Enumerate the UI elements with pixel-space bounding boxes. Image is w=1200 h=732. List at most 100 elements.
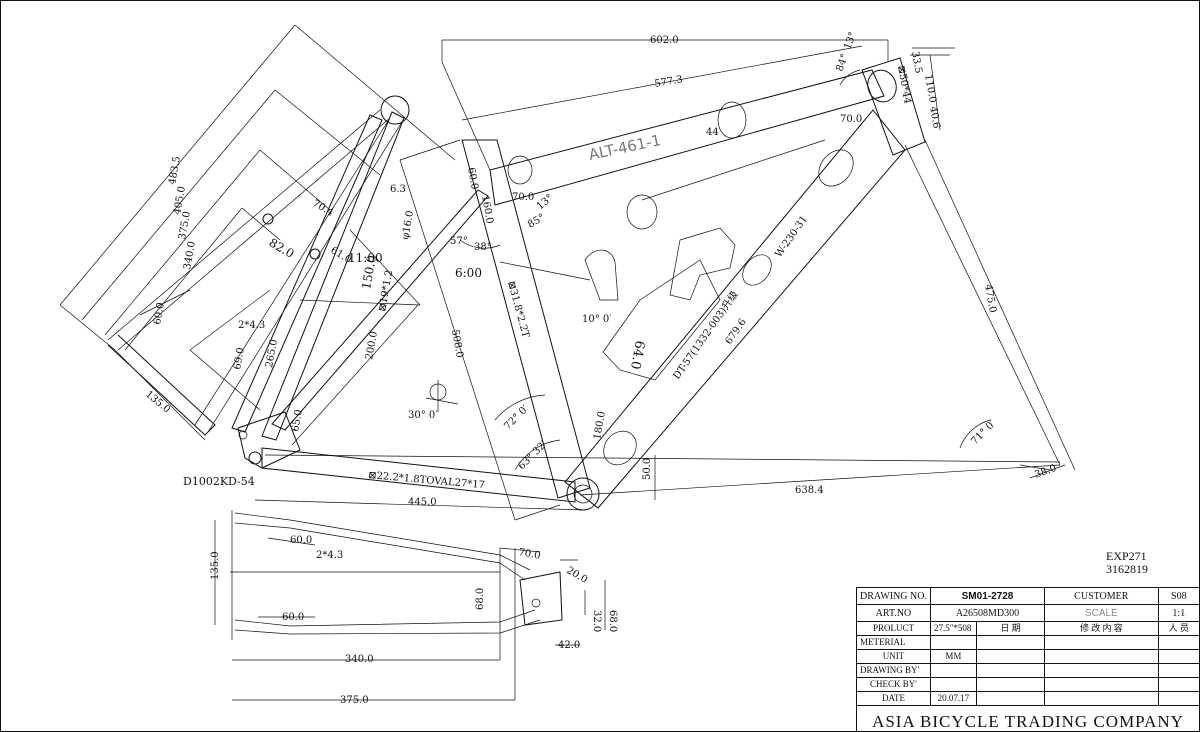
dim-rack-2-43: 2*4.3 xyxy=(238,320,265,331)
dimension-lines xyxy=(59,24,1076,521)
drawing-by-label: DRAWING BY' xyxy=(856,663,931,678)
dim-seat-tube-tube: ⊠31.8*2.2T xyxy=(505,280,531,339)
clock-600: 6:00 xyxy=(455,266,482,280)
head-tube-lug xyxy=(867,69,897,103)
cs-dropout xyxy=(519,571,563,626)
date-value: 20.07.17 xyxy=(929,691,977,706)
dim-cs-320: 32.0 xyxy=(591,610,602,632)
date-label: DATE xyxy=(856,691,931,706)
dim-cs-680b: 68.0 xyxy=(607,610,618,632)
dim-head-tube-tube: ⊠50*44 xyxy=(895,65,913,105)
dim-seat-stay-angle: 57° xyxy=(450,236,468,247)
drawing-no-label: DRAWING NO. xyxy=(856,587,931,605)
dim-chain-stay-len: 445.0 xyxy=(408,497,437,508)
art-no-label: ART.NO xyxy=(856,604,931,622)
dim-head-tube-angle: 84° xyxy=(834,53,850,73)
callout-line-1 xyxy=(641,139,826,201)
material-value xyxy=(929,635,977,650)
head-tube xyxy=(861,57,926,156)
dim-seat-tube-len: 508.0 xyxy=(449,329,465,359)
dim-cs-700: 70.0 xyxy=(517,547,541,562)
person-col-label: 人 员 xyxy=(1157,621,1200,636)
dim-down-tube-angle: 63° 32′ xyxy=(516,438,550,472)
dim-top-tube-rear: 70.0 xyxy=(512,192,534,203)
check-by-value xyxy=(929,677,977,692)
top-tube xyxy=(489,69,885,206)
dim-stay-150: 150.0 xyxy=(359,254,379,290)
dim-cs-2-43: 2*4.3 xyxy=(316,550,343,561)
dim-drop-650: 65.0 xyxy=(290,409,305,433)
dim-seat-tube-angle: 72° 0′ xyxy=(502,403,531,432)
rack-plate xyxy=(107,334,216,436)
bottom-bracket-inner xyxy=(573,484,593,504)
dim-cs-3400: 340.0 xyxy=(345,654,374,665)
dim-rack-820: 82.0 xyxy=(267,235,297,260)
dim-rack-4835: 483.5 xyxy=(167,155,183,185)
dim-head-tube-bearing-a: 33.5 xyxy=(909,51,924,75)
chain-stay-tube: ⊠22.2*1.8TOVAL27*17 xyxy=(368,470,486,491)
dropout-code: D1002KD-54 xyxy=(183,475,255,488)
product-value: 27.5"*508 xyxy=(929,621,977,636)
boss-3 xyxy=(818,149,854,187)
top-tube-code: ALT-461-1 xyxy=(587,131,662,164)
dim-cs-1350: 135.0 xyxy=(210,551,221,580)
chain-stay-labels: 60.0 2*4.3 135.0 60.0 340.0 375.0 70.0 2… xyxy=(210,535,618,706)
seat-stay-left xyxy=(231,114,383,433)
dim-head-tube-tilt: 13° xyxy=(842,31,858,51)
down-tube xyxy=(564,109,906,509)
title-table: DRAWING NO. SM01-2728 CUSTOMER S08 ART.N… xyxy=(856,587,1200,706)
dim-cs-600b: 60.0 xyxy=(282,612,304,623)
dropout-axle xyxy=(248,451,262,465)
dimension-labels: 602.0 577.3 13° 84° 110.0 33.5 40.6 ⊠50*… xyxy=(143,31,1058,508)
chain-stay-detail xyxy=(214,510,606,701)
drawing-by-value xyxy=(929,663,977,678)
dim-top-tube-effective: 577.3 xyxy=(654,74,684,90)
callout-line-2 xyxy=(499,261,591,281)
seat-stay-brace xyxy=(271,189,489,431)
ref-line-1: EXP271 xyxy=(1106,549,1147,563)
check-by-label: CHECK BY' xyxy=(856,677,931,692)
reference-number: EXP271 3162819 xyxy=(1106,550,1148,576)
bottle-cage xyxy=(602,259,721,381)
seat-cluster xyxy=(380,95,410,125)
dim-top-tube-front: 70.0 xyxy=(840,114,862,125)
dim-top-tube-total: 602.0 xyxy=(650,35,679,46)
product-label: PROLUCT xyxy=(856,621,931,636)
unit-label: UNIT xyxy=(856,649,931,664)
dim-cs-200: 20.0 xyxy=(565,565,590,586)
art-no-value: A26508MD300 xyxy=(929,604,1046,622)
date-col-label: 日 期 xyxy=(975,621,1046,636)
dim-fork-380: 38.0 xyxy=(1033,463,1058,481)
scale-value: 1:1 xyxy=(1157,604,1200,622)
down-tube-code: W-230-31 xyxy=(773,214,810,260)
boss-4 xyxy=(742,254,772,286)
dim-cs-680: 68.0 xyxy=(475,588,486,610)
dim-cs-3750: 375.0 xyxy=(340,695,369,706)
dim-rack-610: 61.0 xyxy=(329,245,354,266)
customer-label: CUSTOMER xyxy=(1044,587,1159,605)
rear-dropout xyxy=(237,411,301,469)
seat-stay-right xyxy=(261,111,405,441)
dim-rack-63: 6.3 xyxy=(390,184,406,195)
main-frame xyxy=(231,57,926,511)
dim-down-tube-64: 64.0 xyxy=(627,339,647,370)
callout-boss xyxy=(626,194,658,230)
dim-seat-stay-small: 38° xyxy=(474,242,492,253)
dim-wheelbase: 638.4 xyxy=(795,485,824,496)
chain-stay xyxy=(261,447,576,503)
rack-eyelet-2 xyxy=(309,248,321,260)
dim-angle-3000: 30° 0′ xyxy=(408,410,438,421)
dim-down-tube-1800: 180.0 xyxy=(592,410,608,440)
material-label: METERIAL xyxy=(856,635,931,650)
dim-top-seat-small: 13° xyxy=(535,192,556,212)
dim-down-tube-len: 679.6 xyxy=(723,317,748,347)
dim-head-tube-bearing-b: 40.6 xyxy=(927,106,942,130)
dim-seat-tube-top: 60.0 xyxy=(465,167,480,191)
dim-bb-500: 50.0 xyxy=(642,458,653,480)
cable-guide-detail xyxy=(584,249,619,301)
rack-eyelet-1 xyxy=(262,213,274,225)
clock-1100: 11:00 xyxy=(348,251,383,265)
company-name: ASIA BICYCLE TRADING COMPANY xyxy=(856,706,1200,732)
